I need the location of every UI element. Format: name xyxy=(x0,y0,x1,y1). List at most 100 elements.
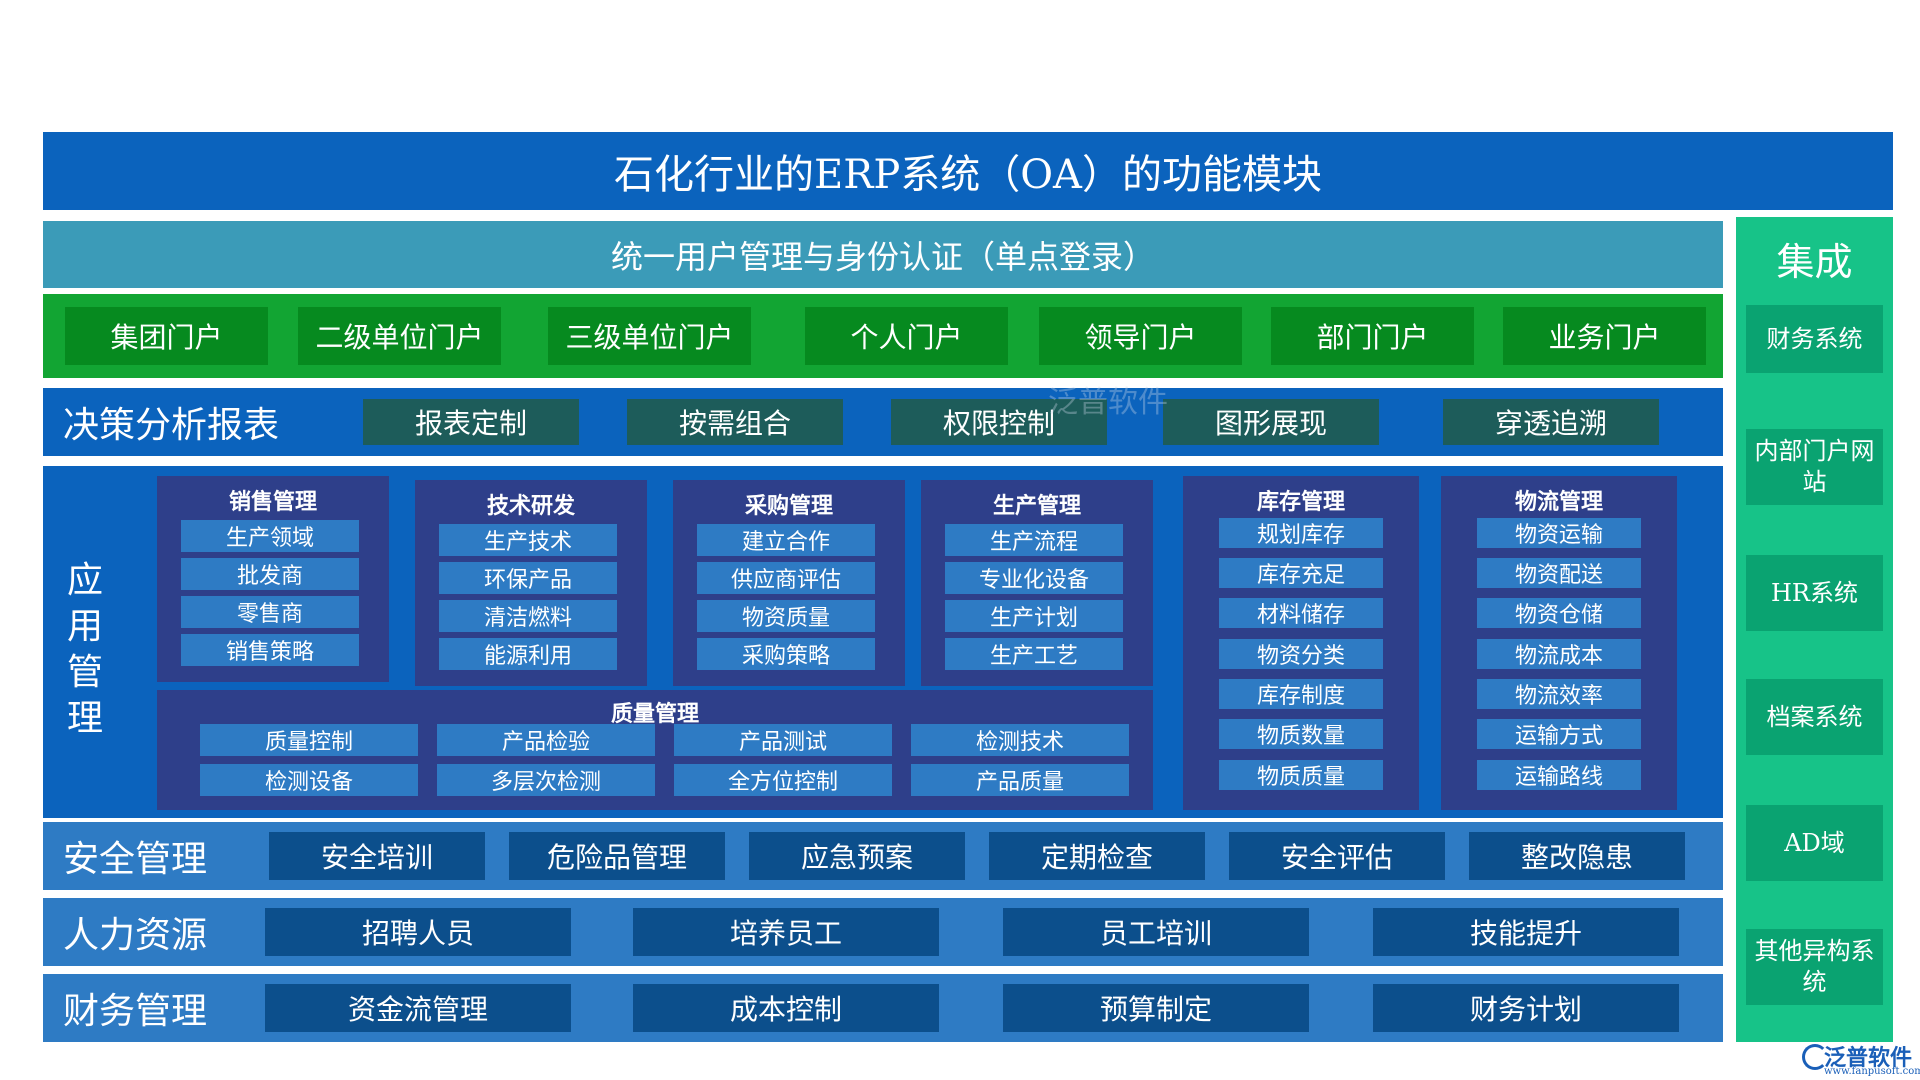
module-title: 销售管理 xyxy=(228,489,317,515)
module-inventory: 库存管理 规划库存 库存充足 材料储存 物资分类 库存制度 物质数量 物质质量 xyxy=(1183,476,1419,810)
module-production: 生产管理 生产流程 专业化设备 生产计划 生产工艺 xyxy=(921,480,1153,686)
safety-item: 安全培训 xyxy=(269,832,485,880)
module-item: 运输方式 xyxy=(1477,719,1641,749)
finance-item: 成本控制 xyxy=(633,984,939,1032)
hr-item: 员工培训 xyxy=(1003,908,1309,956)
integration-other: 其他异构系统 xyxy=(1746,929,1883,1005)
safety-item: 应急预案 xyxy=(749,832,965,880)
module-item: 专业化设备 xyxy=(945,562,1123,594)
integration-archive: 档案系统 xyxy=(1746,679,1883,755)
decision-item: 图形展现 xyxy=(1163,399,1379,445)
hr-band: 人力资源 招聘人员 培养员工 员工培训 技能提升 xyxy=(43,898,1723,966)
module-item: 库存充足 xyxy=(1219,558,1383,588)
portal-department: 部门门户 xyxy=(1271,307,1474,365)
logo-url: www.fanpusoft.com xyxy=(1824,1066,1920,1077)
module-item: 库存制度 xyxy=(1219,679,1383,709)
module-item: 供应商评估 xyxy=(697,562,875,594)
brand-logo: 泛普软件 www.fanpusoft.com xyxy=(1798,1040,1920,1080)
safety-item: 安全评估 xyxy=(1229,832,1445,880)
module-rnd: 技术研发 生产技术 环保产品 清洁燃料 能源利用 xyxy=(415,480,647,686)
module-item: 全方位控制 xyxy=(674,764,892,796)
portal-personal: 个人门户 xyxy=(805,307,1008,365)
safety-label: 安全管理 xyxy=(63,839,208,880)
decision-item: 按需组合 xyxy=(627,399,843,445)
decision-item: 权限控制 xyxy=(891,399,1107,445)
hr-item: 培养员工 xyxy=(633,908,939,956)
module-item: 产品质量 xyxy=(911,764,1129,796)
module-item: 物质质量 xyxy=(1219,760,1383,790)
module-item: 产品测试 xyxy=(674,724,892,756)
integration-hr: HR系统 xyxy=(1746,555,1883,631)
integration-column: 集成 财务系统 内部门户网站 HR系统 档案系统 AD域 其他异构系统 xyxy=(1736,217,1893,1042)
module-item: 材料储存 xyxy=(1219,598,1383,628)
logo-name: 泛普软件 xyxy=(1824,1045,1913,1071)
portal-group: 集团门户 xyxy=(65,307,268,365)
logo-icon xyxy=(1802,1044,1828,1070)
module-item: 销售策略 xyxy=(181,634,359,666)
module-item: 物资仓储 xyxy=(1477,598,1641,628)
hr-item: 招聘人员 xyxy=(265,908,571,956)
module-title: 采购管理 xyxy=(744,493,833,519)
module-item: 生产计划 xyxy=(945,600,1123,632)
module-title: 物流管理 xyxy=(1514,489,1603,515)
module-item: 生产技术 xyxy=(439,524,617,556)
module-item: 质量控制 xyxy=(200,724,418,756)
module-item: 环保产品 xyxy=(439,562,617,594)
integration-ad: AD域 xyxy=(1746,805,1883,881)
module-item: 物资运输 xyxy=(1477,518,1641,548)
module-item: 生产领域 xyxy=(181,520,359,552)
integration-intranet: 内部门户网站 xyxy=(1746,429,1883,505)
module-item: 物流成本 xyxy=(1477,639,1641,669)
portal-business: 业务门户 xyxy=(1503,307,1706,365)
portal-level3: 三级单位门户 xyxy=(548,307,751,365)
module-item: 批发商 xyxy=(181,558,359,590)
finance-item: 财务计划 xyxy=(1373,984,1679,1032)
finance-band: 财务管理 资金流管理 成本控制 预算制定 财务计划 xyxy=(43,974,1723,1042)
safety-band: 安全管理 安全培训 危险品管理 应急预案 定期检查 安全评估 整改隐患 xyxy=(43,822,1723,890)
module-item: 物资配送 xyxy=(1477,558,1641,588)
safety-item: 整改隐患 xyxy=(1469,832,1685,880)
module-item: 规划库存 xyxy=(1219,518,1383,548)
finance-item: 资金流管理 xyxy=(265,984,571,1032)
module-item: 检测设备 xyxy=(200,764,418,796)
decision-label: 决策分析报表 xyxy=(63,405,280,446)
application-area: 应用管理 销售管理 生产领域 批发商 零售商 销售策略 技术研发 生产技术 环保… xyxy=(43,466,1723,818)
portal-leader: 领导门户 xyxy=(1039,307,1242,365)
sso-bar: 统一用户管理与身份认证（单点登录） xyxy=(43,221,1723,288)
hr-item: 技能提升 xyxy=(1373,908,1679,956)
module-quality: 质量管理 质量控制 产品检验 产品测试 检测技术 检测设备 多层次检测 全方位控… xyxy=(157,690,1153,810)
module-item: 零售商 xyxy=(181,596,359,628)
module-item: 物资质量 xyxy=(697,600,875,632)
safety-item: 定期检查 xyxy=(989,832,1205,880)
module-item: 检测技术 xyxy=(911,724,1129,756)
hr-label: 人力资源 xyxy=(63,915,208,956)
module-item: 物质数量 xyxy=(1219,719,1383,749)
portal-level2: 二级单位门户 xyxy=(298,307,501,365)
diagram-title: 石化行业的ERP系统（OA）的功能模块 xyxy=(43,132,1893,210)
finance-label: 财务管理 xyxy=(63,991,208,1032)
finance-item: 预算制定 xyxy=(1003,984,1309,1032)
module-title: 库存管理 xyxy=(1256,489,1345,515)
application-label: 应用管理 xyxy=(66,560,103,739)
module-item: 清洁燃料 xyxy=(439,600,617,632)
decision-item: 穿透追溯 xyxy=(1443,399,1659,445)
portal-bar: 集团门户 二级单位门户 三级单位门户 个人门户 领导门户 部门门户 业务门户 xyxy=(43,294,1723,378)
module-item: 物资分类 xyxy=(1219,639,1383,669)
decision-band: 决策分析报表 报表定制 按需组合 权限控制 图形展现 穿透追溯 xyxy=(43,388,1723,456)
module-item: 采购策略 xyxy=(697,638,875,670)
module-item: 能源利用 xyxy=(439,638,617,670)
module-logistics: 物流管理 物资运输 物资配送 物资仓储 物流成本 物流效率 运输方式 运输路线 xyxy=(1441,476,1677,810)
module-item: 生产工艺 xyxy=(945,638,1123,670)
module-title: 质量管理 xyxy=(610,701,699,727)
module-item: 物流效率 xyxy=(1477,679,1641,709)
module-title: 生产管理 xyxy=(992,493,1081,519)
module-title: 技术研发 xyxy=(486,493,575,519)
integration-finance: 财务系统 xyxy=(1746,305,1883,373)
watermark: 泛普软件 xyxy=(1048,385,1168,420)
decision-item: 报表定制 xyxy=(363,399,579,445)
integration-title: 集成 xyxy=(1776,240,1853,284)
module-sales: 销售管理 生产领域 批发商 零售商 销售策略 xyxy=(157,476,389,682)
module-item: 产品检验 xyxy=(437,724,655,756)
module-item: 生产流程 xyxy=(945,524,1123,556)
module-item: 多层次检测 xyxy=(437,764,655,796)
